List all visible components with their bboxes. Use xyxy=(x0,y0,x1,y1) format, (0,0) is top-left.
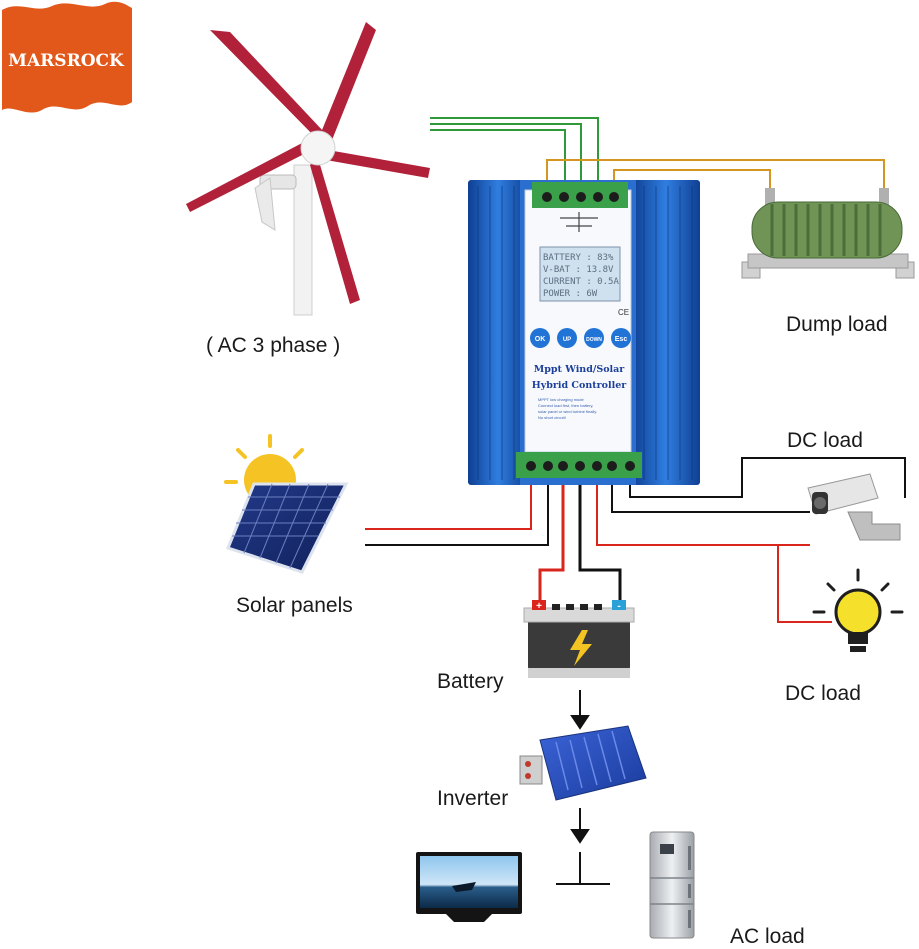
esc-button: Esc xyxy=(615,336,628,343)
security-camera xyxy=(807,473,901,541)
lcd-line-2: V-BAT : 13.8V xyxy=(543,265,614,275)
dump-load-label: Dump load xyxy=(786,313,888,336)
brand-logo xyxy=(2,1,132,113)
controller-note-3: solar panel or wind turbine finally. xyxy=(538,409,597,414)
television xyxy=(416,852,522,922)
down-button: DOWN xyxy=(586,337,602,343)
dc-load-top-label: DC load xyxy=(787,429,863,452)
refrigerator xyxy=(649,831,695,939)
ce-mark: CE xyxy=(618,308,629,317)
controller-note-1: MPPT low charging mode xyxy=(538,397,585,402)
lcd-line-1: BATTERY : 83% xyxy=(543,253,614,263)
battery xyxy=(523,600,635,678)
battery-wires xyxy=(538,480,622,605)
dump-load-resistor xyxy=(741,188,915,279)
ok-button: OK xyxy=(535,336,546,343)
wind-label: ( AC 3 phase ) xyxy=(206,334,341,357)
controller-note-4: No short circuit! xyxy=(538,415,566,420)
controller-note-2: Connect load first, then battery, xyxy=(538,403,593,408)
inverter xyxy=(519,725,647,801)
ac-phase-wires xyxy=(430,117,599,182)
wind-turbine xyxy=(186,22,430,316)
ac-load-label: AC load xyxy=(730,925,805,948)
light-bulb xyxy=(812,568,904,652)
battery-label: Battery xyxy=(437,670,504,693)
solar-panel xyxy=(224,434,349,574)
hybrid-controller xyxy=(468,180,700,485)
up-button: UP xyxy=(563,337,571,343)
solar-label: Solar panels xyxy=(236,594,353,617)
solar-wires xyxy=(365,480,549,546)
battery-negative: - xyxy=(617,601,620,612)
controller-title-2: Hybrid Controller xyxy=(532,380,627,391)
flow-arrows xyxy=(556,690,610,885)
lcd-display: BATTERY : 83% V-BAT : 13.8V CURRENT : 0.… xyxy=(543,253,619,299)
dump-load-wires xyxy=(546,159,885,195)
inverter-label: Inverter xyxy=(437,787,509,810)
dc-load-bottom-label: DC load xyxy=(785,682,861,705)
controller-title-1: Mppt Wind/Solar xyxy=(534,364,626,375)
dc-load-wires xyxy=(596,457,906,623)
lcd-line-4: POWER : 6W xyxy=(543,289,598,299)
logo-text: MARSROCK xyxy=(8,51,125,71)
lcd-line-3: CURRENT : 0.5A xyxy=(543,277,619,287)
battery-positive: + xyxy=(536,601,542,612)
